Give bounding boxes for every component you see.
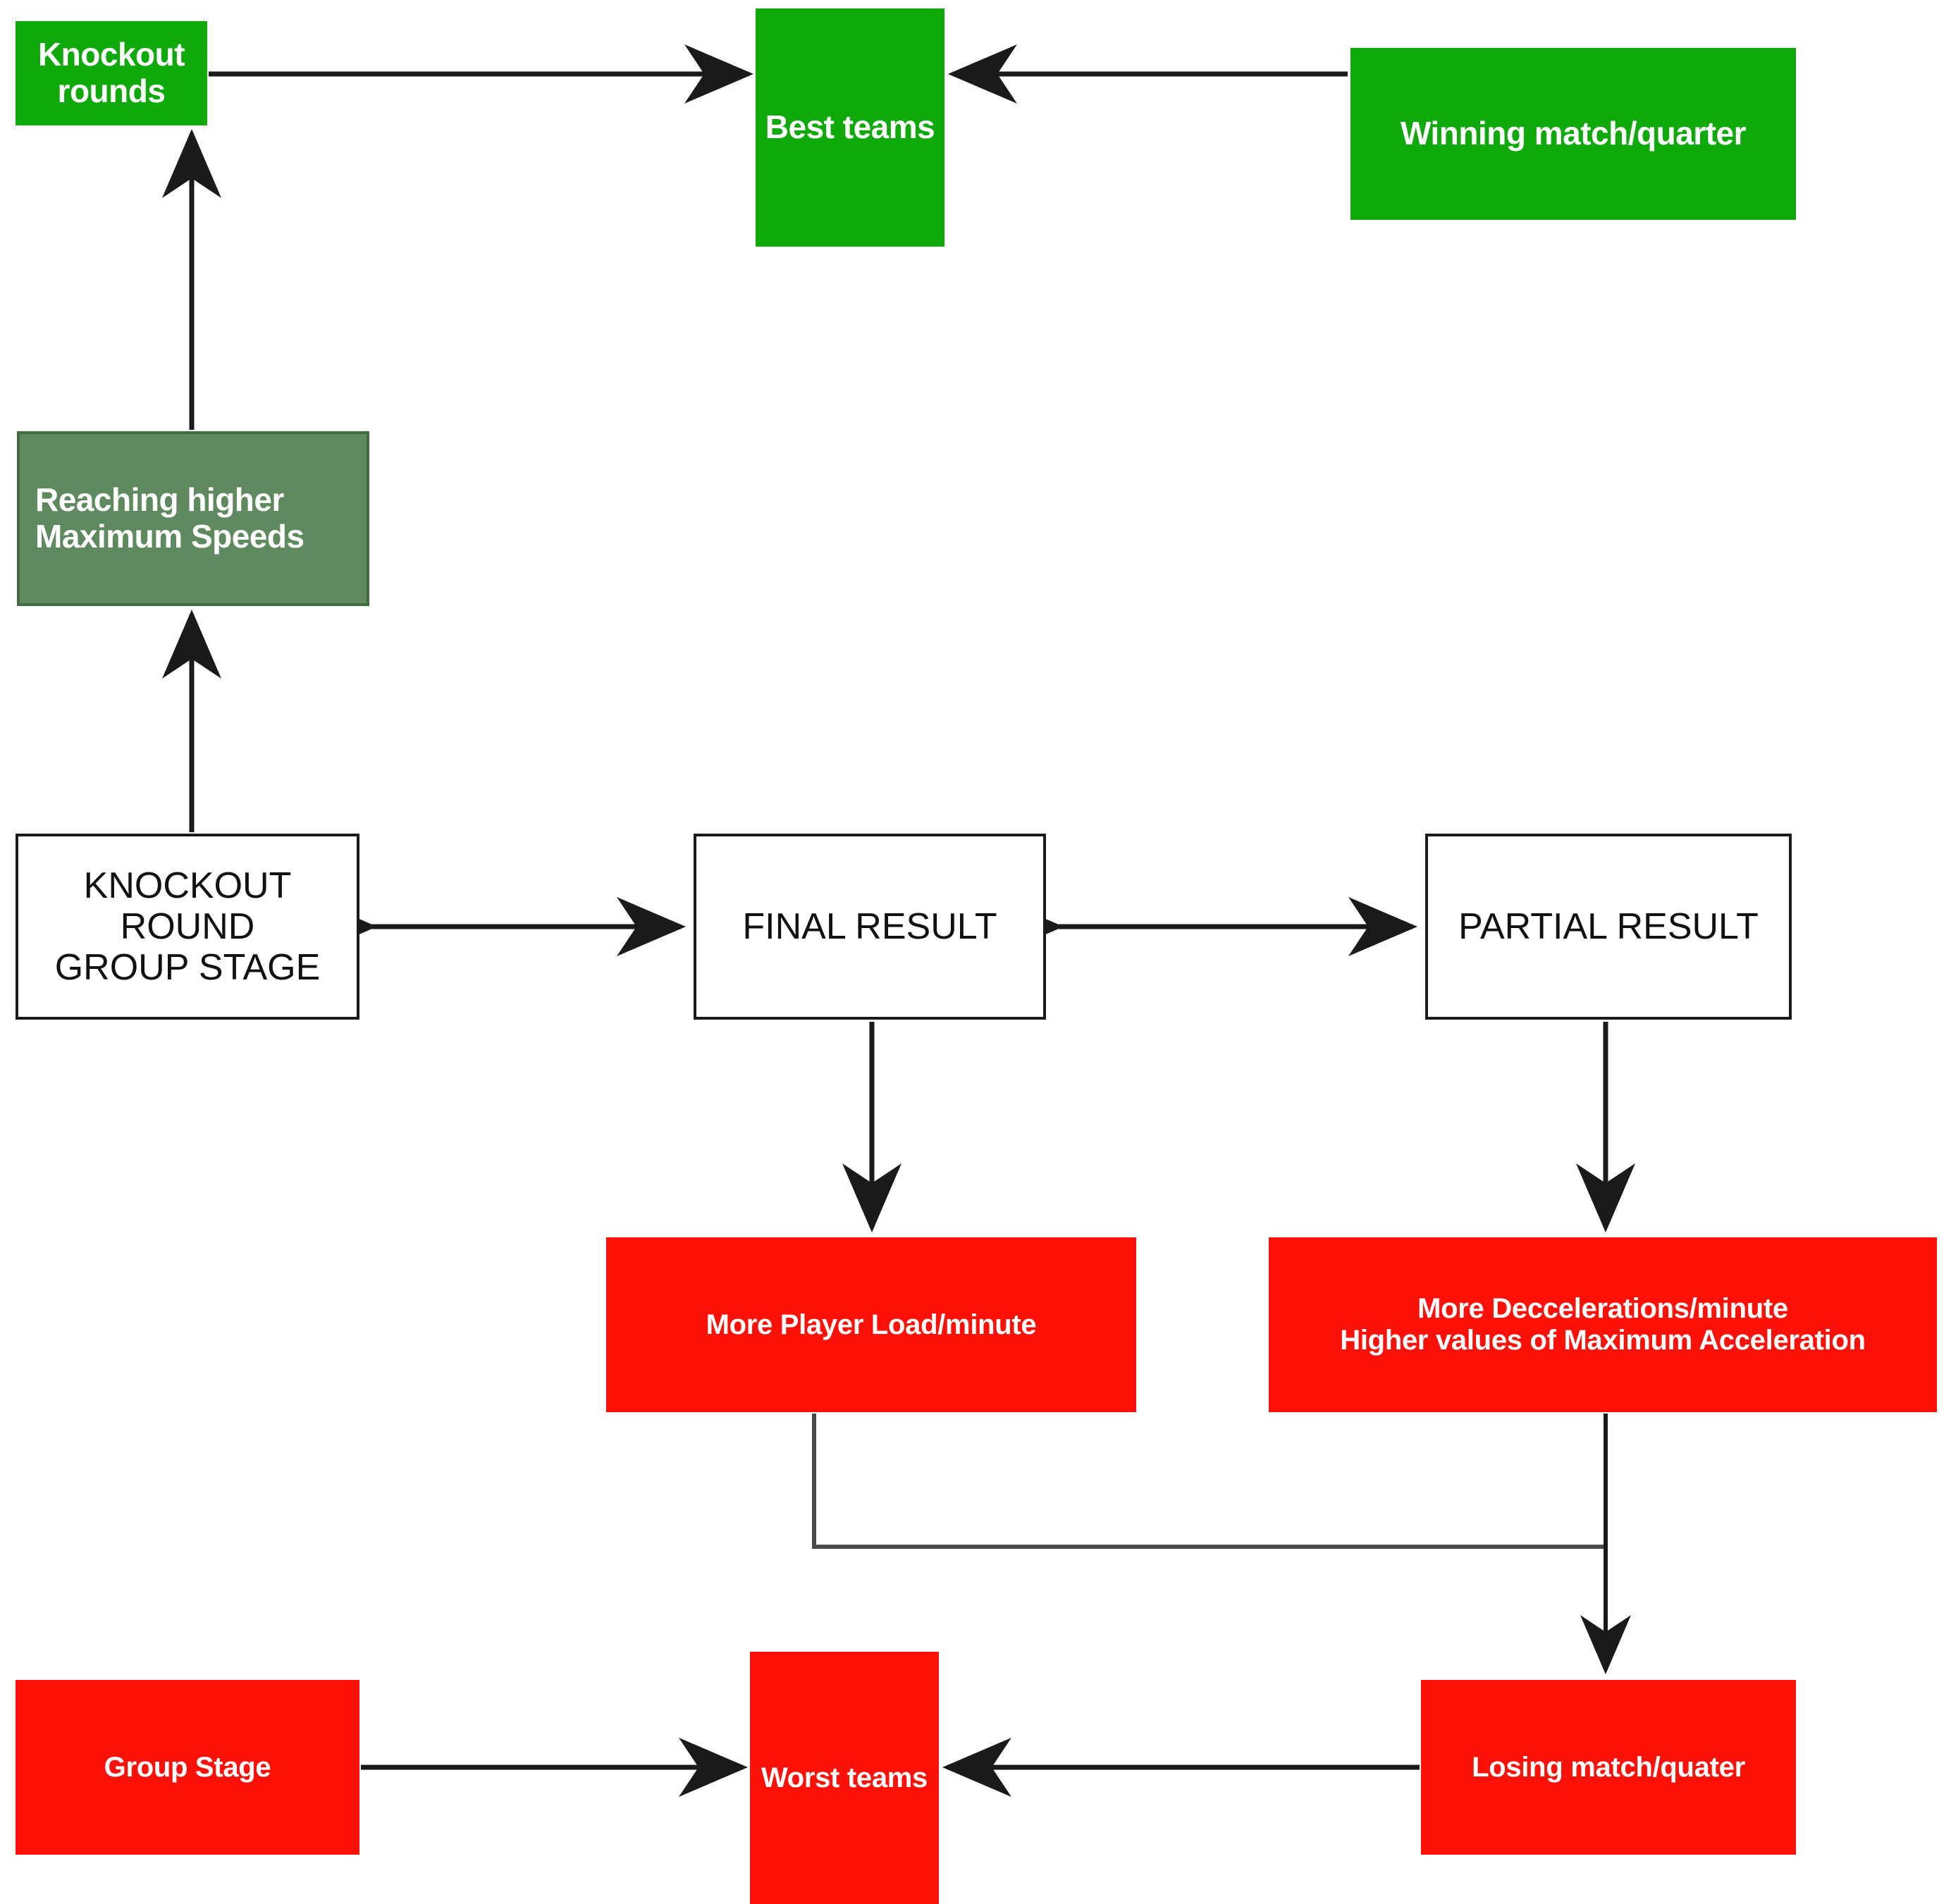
node-winning-match-quarter[interactable]: Winning match/quarter [1350,48,1796,220]
node-label-line2: Higher values of Maximum Acceleration [1340,1325,1866,1356]
node-knockout-rounds[interactable]: Knockout rounds [16,21,207,125]
node-more-player-load[interactable]: More Player Load/minute [606,1237,1136,1412]
node-label: Best teams [765,109,935,146]
edge-player-load-to-losing-match [812,1414,1606,1549]
node-more-deccelerations[interactable]: More Deccelerations/minute Higher values… [1269,1237,1937,1412]
node-label-line1: Reaching higher [35,481,284,519]
node-label-line1: More Deccelerations/minute [1417,1293,1788,1325]
node-label-line1: KNOCKOUT ROUND [83,865,292,947]
node-knockout-round-group-stage[interactable]: KNOCKOUT ROUND GROUP STAGE [16,834,359,1020]
node-worst-teams[interactable]: Worst teams [750,1652,939,1904]
node-label-line2: Maximum Speeds [35,518,304,555]
node-label: Knockout rounds [37,36,185,109]
node-losing-match-quater[interactable]: Losing match/quater [1421,1680,1796,1855]
node-partial-result[interactable]: PARTIAL RESULT [1425,834,1792,1020]
node-label: FINAL RESULT [742,905,997,947]
node-group-stage[interactable]: Group Stage [16,1680,359,1855]
node-label: More Player Load/minute [706,1309,1037,1340]
node-best-teams[interactable]: Best teams [756,8,944,247]
node-reaching-higher-speeds[interactable]: Reaching higher Maximum Speeds [17,431,369,606]
node-label: PARTIAL RESULT [1458,905,1759,947]
node-label: Worst teams [761,1762,928,1793]
node-label: Winning match/quarter [1401,115,1747,152]
node-final-result[interactable]: FINAL RESULT [694,834,1046,1020]
node-label-line2: GROUP STAGE [54,947,321,989]
node-label: Losing match/quater [1472,1751,1745,1783]
node-label: Group Stage [104,1751,271,1783]
